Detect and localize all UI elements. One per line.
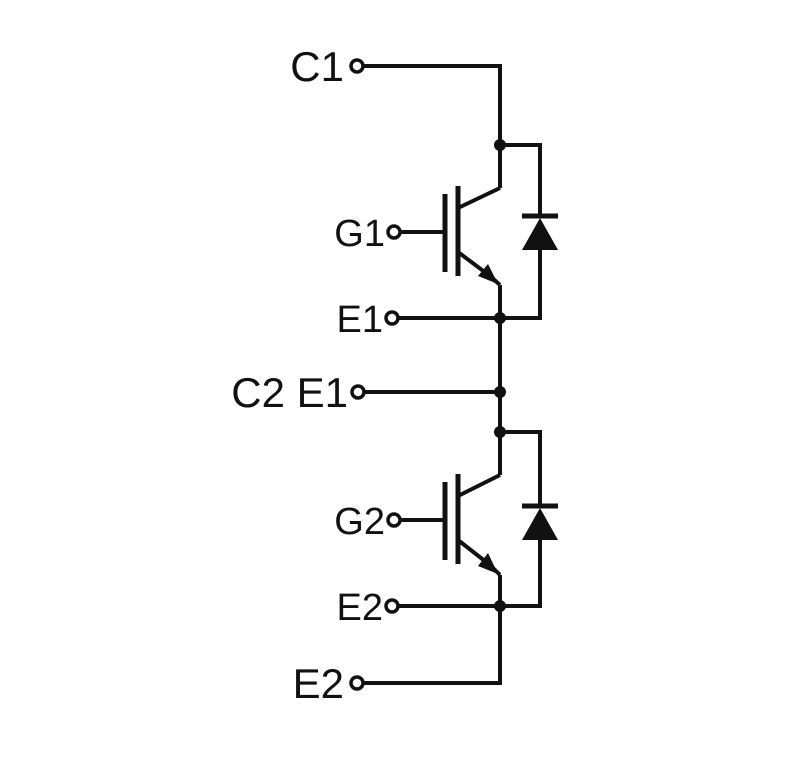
terminal-e2: [349, 675, 365, 691]
collector-line-upper: [457, 186, 501, 210]
emitter-arrow-upper: [478, 264, 498, 284]
junction-dot: [494, 312, 506, 324]
terminal-c2e1: [350, 384, 366, 400]
label-g1: G1: [334, 213, 385, 255]
terminal-g2: [386, 512, 402, 528]
terminal-labels: C1 G1 E1 C2 E1 G2 E2 E2: [231, 43, 385, 707]
terminal-e1: [384, 310, 400, 326]
igbt-upper: [398, 186, 502, 320]
main-bus: [364, 64, 502, 685]
junction-dot: [494, 139, 506, 151]
junction-dot: [494, 600, 506, 612]
terminal-pins: [349, 58, 402, 691]
diode-triangle-upper: [522, 218, 558, 250]
collector-line-lower: [457, 473, 501, 498]
label-c1: C1: [290, 43, 344, 90]
junction-dot: [494, 386, 506, 398]
junction-dot: [494, 426, 506, 438]
terminal-c1: [349, 58, 365, 74]
label-e2: E2: [293, 660, 344, 707]
terminal-g1: [386, 224, 402, 240]
diode-upper: [500, 143, 558, 320]
diode-triangle-lower: [522, 508, 558, 540]
junction-dots: [494, 139, 506, 612]
terminal-e2-aux: [384, 598, 400, 614]
label-c2e1: C2 E1: [231, 369, 348, 416]
label-e2-aux: E2: [337, 587, 383, 629]
emitter-arrow-lower: [478, 553, 498, 574]
diode-lower: [500, 430, 558, 608]
igbt-lower: [398, 432, 502, 608]
label-g2: G2: [334, 501, 385, 543]
label-e1: E1: [337, 299, 383, 341]
